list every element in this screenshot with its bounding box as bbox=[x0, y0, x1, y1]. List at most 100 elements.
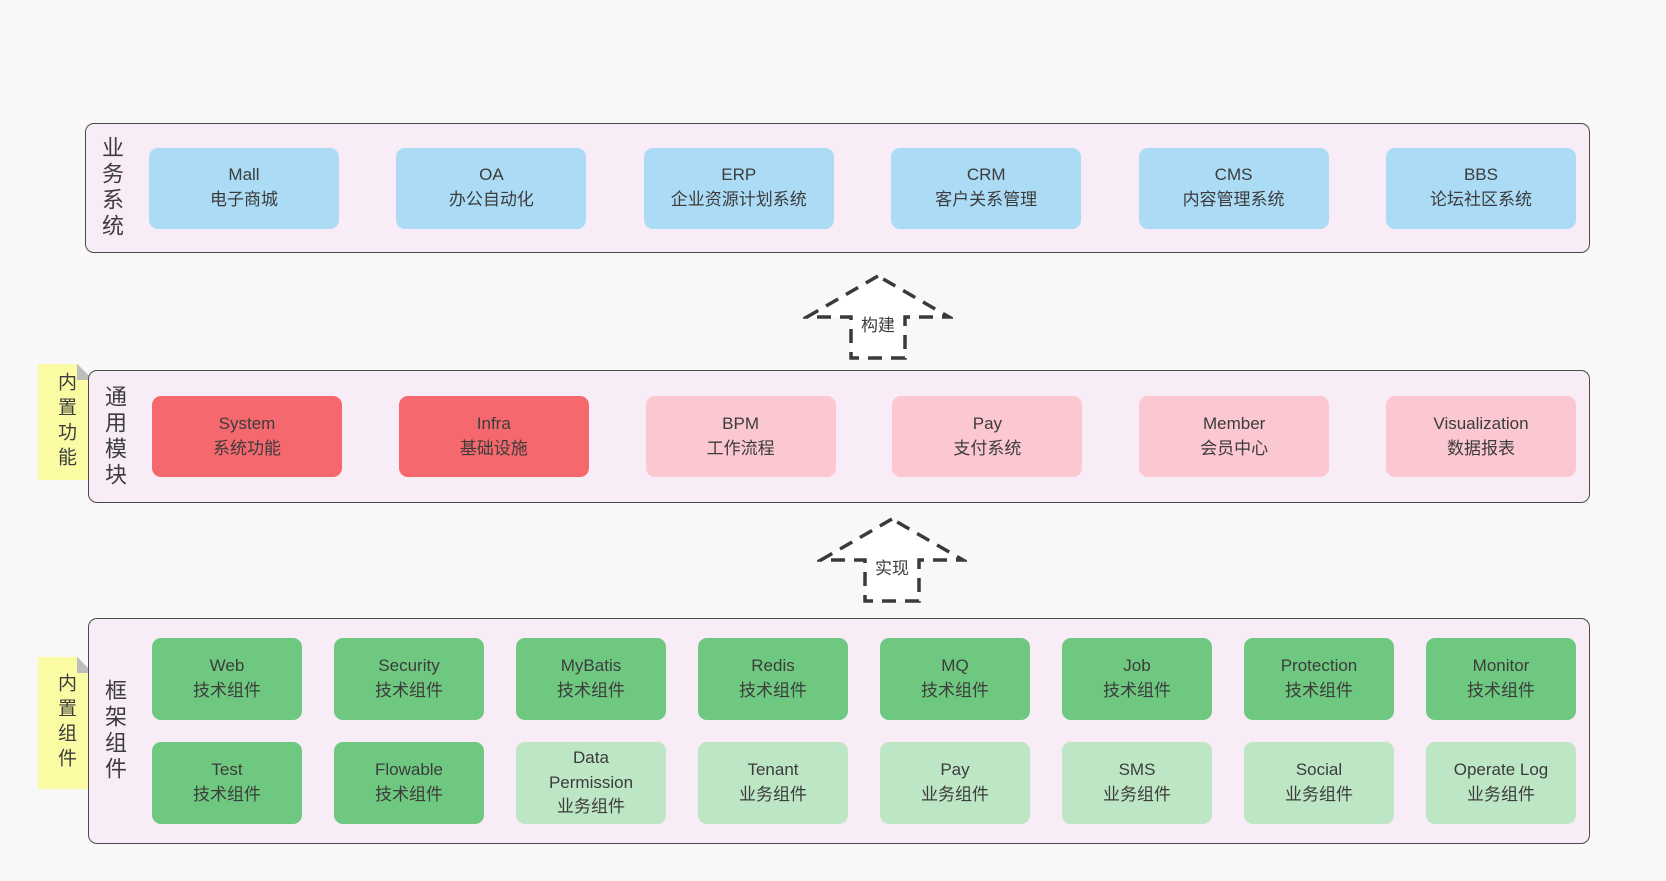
arrow-implement: 实现 bbox=[817, 516, 967, 604]
box-zh-label: 业务组件 bbox=[1285, 785, 1353, 804]
panel-label-gutter: 业务系统 bbox=[86, 124, 136, 252]
box-en-label: Mall bbox=[228, 165, 260, 185]
box-job: Job 技术组件 bbox=[1062, 638, 1212, 720]
note-label: 内置组件 bbox=[55, 673, 76, 773]
box-en-label: Web bbox=[209, 656, 245, 676]
box-en-label: Member bbox=[1203, 413, 1266, 433]
box-sms: SMS 业务组件 bbox=[1062, 742, 1212, 824]
box-zh-label: 技术组件 bbox=[1285, 681, 1353, 700]
box-en-label: BPM bbox=[722, 413, 760, 433]
box-en-label: MQ bbox=[941, 656, 969, 676]
box-oa: OA 办公自动化 bbox=[396, 147, 587, 229]
box-zh-label: 技术组件 bbox=[557, 681, 625, 700]
box-en-label: Redis bbox=[751, 656, 795, 676]
box-protection: Protection 技术组件 bbox=[1244, 638, 1394, 720]
box-security: Security 技术组件 bbox=[334, 638, 484, 720]
box-zh-label: 业务组件 bbox=[1103, 785, 1171, 804]
box-zh-label: 论坛社区系统 bbox=[1429, 190, 1532, 209]
box-en-label: CMS bbox=[1214, 165, 1253, 185]
panel-framework-components: 框架组件 Web 技术组件 Security 技术组件 MyBatis 技术组件… bbox=[88, 618, 1590, 844]
box-en-label: Visualization bbox=[1433, 413, 1529, 433]
box-zh-label: 技术组件 bbox=[375, 681, 443, 700]
box-en-label: MyBatis bbox=[560, 656, 622, 676]
box-en-label: Data Permission bbox=[548, 748, 634, 792]
box-cms: CMS 内容管理系统 bbox=[1138, 147, 1329, 229]
box-zh-label: 技术组件 bbox=[193, 785, 261, 804]
box-en-label: Protection bbox=[1280, 656, 1358, 676]
box-bbs: BBS 论坛社区系统 bbox=[1385, 147, 1576, 229]
box-erp: ERP 企业资源计划系统 bbox=[643, 147, 834, 229]
box-en-label: BBS bbox=[1463, 165, 1498, 185]
box-en-label: Pay bbox=[972, 413, 1003, 433]
panel-label-modules: 通用模块 bbox=[102, 384, 127, 489]
arrow-label: 实现 bbox=[872, 554, 912, 579]
box-flowable: Flowable 技术组件 bbox=[334, 742, 484, 824]
box-system: System 系统功能 bbox=[152, 396, 342, 477]
box-en-label: Infra bbox=[476, 413, 511, 433]
box-en-label: Security bbox=[378, 656, 440, 676]
box-visualization: Visualization 数据报表 bbox=[1385, 396, 1576, 477]
box-en-label: System bbox=[218, 413, 276, 433]
box-zh-label: 基础设施 bbox=[459, 438, 528, 458]
component-row-1: Web 技术组件 Security 技术组件 MyBatis 技术组件 Redi… bbox=[152, 638, 1576, 720]
box-operate-log: Operate Log 业务组件 bbox=[1426, 742, 1576, 824]
box-en-label: Flowable bbox=[374, 760, 444, 780]
box-tenant: Tenant 业务组件 bbox=[698, 742, 848, 824]
box-zh-label: 技术组件 bbox=[1103, 681, 1171, 700]
business-boxes-row: Mall 电子商城 OA 办公自动化 ERP 企业资源计划系统 CRM 客户关系… bbox=[136, 124, 1589, 252]
box-data-permission: Data Permission 业务组件 bbox=[516, 742, 666, 824]
box-social: Social 业务组件 bbox=[1244, 742, 1394, 824]
box-en-label: Tenant bbox=[747, 760, 799, 780]
box-pay: Pay 支付系统 bbox=[892, 396, 1083, 477]
box-web: Web 技术组件 bbox=[152, 638, 302, 720]
box-crm: CRM 客户关系管理 bbox=[891, 147, 1082, 229]
box-en-label: Monitor bbox=[1472, 656, 1530, 676]
box-zh-label: 客户关系管理 bbox=[935, 190, 1038, 209]
box-en-label: Operate Log bbox=[1453, 760, 1549, 780]
note-label: 内置功能 bbox=[55, 372, 76, 472]
box-zh-label: 技术组件 bbox=[921, 681, 989, 700]
box-en-label: OA bbox=[479, 165, 504, 185]
panel-label-gutter: 框架组件 bbox=[89, 619, 139, 843]
box-en-label: SMS bbox=[1118, 760, 1156, 780]
box-mall: Mall 电子商城 bbox=[149, 147, 339, 229]
component-row-2: Test 技术组件 Flowable 技术组件 Data Permission … bbox=[152, 742, 1576, 824]
panel-label-business: 业务系统 bbox=[99, 136, 124, 240]
box-zh-label: 支付系统 bbox=[953, 438, 1022, 458]
box-mybatis: MyBatis 技术组件 bbox=[516, 638, 666, 720]
panel-common-modules: 通用模块 System 系统功能 Infra 基础设施 BPM 工作流程 Pay… bbox=[88, 370, 1590, 503]
box-en-label: Job bbox=[1123, 656, 1151, 676]
panel-label-components: 框架组件 bbox=[102, 679, 127, 783]
box-zh-label: 企业资源计划系统 bbox=[670, 190, 807, 209]
arrow-build: 构建 bbox=[803, 273, 953, 361]
box-mq: MQ 技术组件 bbox=[880, 638, 1030, 720]
panel-label-gutter: 通用模块 bbox=[89, 371, 139, 502]
box-en-label: ERP bbox=[721, 165, 757, 185]
box-zh-label: 办公自动化 bbox=[448, 190, 534, 209]
box-zh-label: 系统功能 bbox=[213, 438, 281, 458]
box-en-label: Social bbox=[1295, 760, 1343, 780]
module-boxes-row: System 系统功能 Infra 基础设施 BPM 工作流程 Pay 支付系统… bbox=[139, 371, 1589, 502]
box-en-label: Test bbox=[211, 760, 243, 780]
box-monitor: Monitor 技术组件 bbox=[1426, 638, 1576, 720]
box-zh-label: 技术组件 bbox=[1467, 681, 1535, 700]
component-boxes-rows: Web 技术组件 Security 技术组件 MyBatis 技术组件 Redi… bbox=[139, 619, 1589, 843]
box-en-label: Pay bbox=[940, 760, 970, 780]
box-zh-label: 业务组件 bbox=[1467, 785, 1535, 804]
box-test: Test 技术组件 bbox=[152, 742, 302, 824]
box-pay-biz: Pay 业务组件 bbox=[880, 742, 1030, 824]
box-zh-label: 业务组件 bbox=[557, 797, 625, 817]
box-member: Member 会员中心 bbox=[1139, 396, 1330, 477]
box-infra: Infra 基础设施 bbox=[398, 396, 589, 477]
box-zh-label: 工作流程 bbox=[706, 438, 775, 458]
box-bpm: BPM 工作流程 bbox=[645, 396, 836, 477]
box-zh-label: 技术组件 bbox=[193, 681, 261, 700]
sticky-note-builtin-features: 内置功能 bbox=[38, 364, 93, 480]
box-en-label: CRM bbox=[966, 165, 1006, 185]
box-zh-label: 数据报表 bbox=[1446, 438, 1515, 458]
box-zh-label: 内容管理系统 bbox=[1182, 190, 1285, 209]
sticky-note-builtin-components: 内置组件 bbox=[38, 657, 93, 789]
panel-business-systems: 业务系统 Mall 电子商城 OA 办公自动化 ERP 企业资源计划系统 CRM… bbox=[85, 123, 1590, 253]
box-zh-label: 电子商城 bbox=[210, 190, 278, 209]
box-zh-label: 会员中心 bbox=[1200, 438, 1269, 458]
